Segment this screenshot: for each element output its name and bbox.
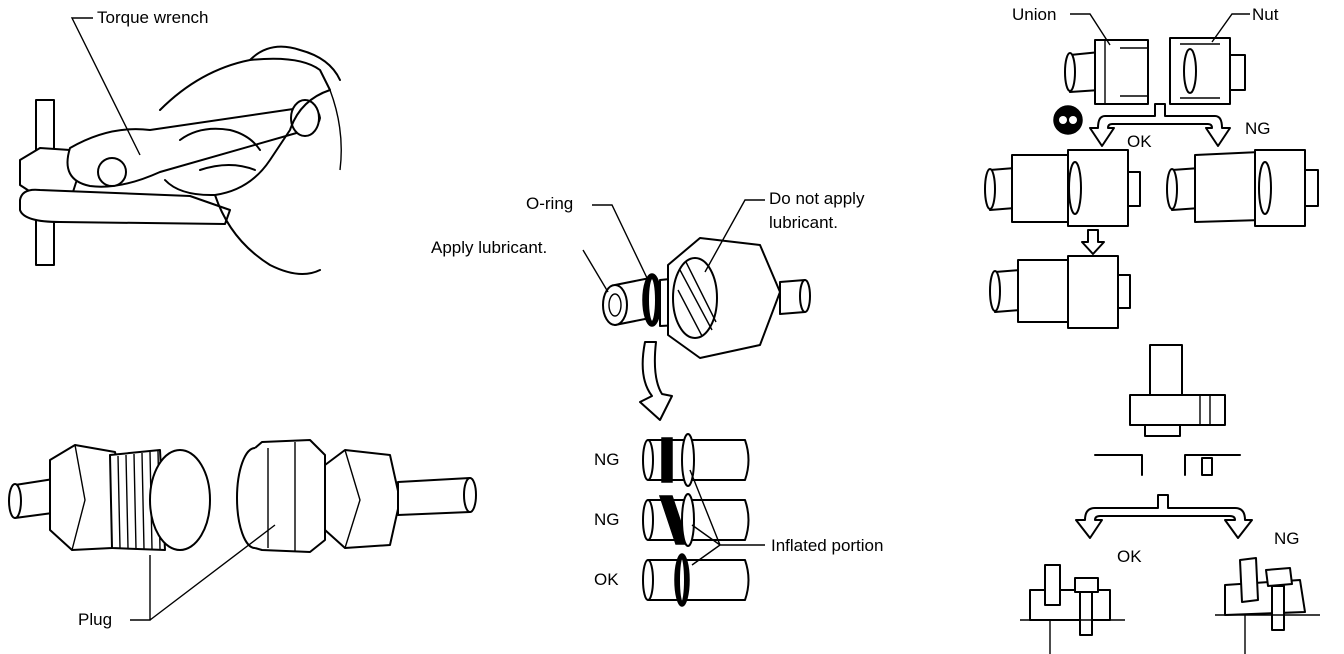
inflated-portion-leader-lines bbox=[689, 469, 765, 566]
curved-down-arrow-icon bbox=[639, 341, 673, 421]
union-ng-label: NG bbox=[1245, 119, 1271, 138]
union-illustration bbox=[1064, 39, 1149, 105]
o-ring-fitting-illustration bbox=[602, 237, 811, 359]
plug-label: Plug bbox=[78, 610, 113, 629]
nut-illustration bbox=[1169, 37, 1246, 105]
o-ring-ng-label-2: NG bbox=[594, 510, 620, 529]
torque-wrench-leader-line bbox=[70, 17, 141, 156]
do-not-apply-leader-line bbox=[704, 199, 765, 273]
torque-wrench-illustration bbox=[19, 45, 342, 275]
apply-lubricant-label: Apply lubricant. bbox=[431, 238, 548, 257]
o-ring-ok-row bbox=[642, 553, 750, 607]
bolt-ok-label: OK bbox=[1117, 547, 1142, 566]
union-ng-assembled bbox=[1166, 149, 1319, 227]
plug-illustration bbox=[8, 439, 477, 553]
union-ok-label: OK bbox=[1127, 132, 1152, 151]
bolt-ok-installed bbox=[1020, 564, 1125, 654]
down-arrow-icon bbox=[1081, 229, 1105, 255]
o-ring-ng-label-1: NG bbox=[594, 450, 620, 469]
nut-label: Nut bbox=[1252, 5, 1279, 24]
inflated-portion-label: Inflated portion bbox=[771, 536, 884, 555]
branch-arrow-icon bbox=[1089, 103, 1231, 147]
union-leader-line bbox=[1070, 13, 1111, 46]
bolt-ng-installed bbox=[1215, 557, 1320, 654]
o-ring-ng-row-2 bbox=[642, 493, 750, 547]
union-ok-assembled bbox=[984, 149, 1141, 227]
union-label: Union bbox=[1012, 5, 1057, 24]
bolt-branch-arrow-icon bbox=[1075, 494, 1253, 539]
do-not-apply-label: Do not apply bbox=[769, 189, 865, 208]
plug-leader-lines bbox=[130, 524, 276, 621]
bolt-flange-illustration bbox=[1094, 344, 1241, 476]
bolt-ng-label: NG bbox=[1274, 529, 1300, 548]
o-ring-ok-label: OK bbox=[594, 570, 619, 589]
nut-leader-line bbox=[1211, 13, 1250, 43]
o-ring-leader-line bbox=[592, 204, 648, 279]
o-ring-label: O-ring bbox=[526, 194, 574, 213]
union-final-assembled bbox=[989, 255, 1131, 329]
torque-wrench-label: Torque wrench bbox=[97, 8, 209, 27]
apply-lubricant-leader-line bbox=[582, 249, 609, 293]
good-mark-icon bbox=[1053, 105, 1083, 135]
o-ring-ng-row-1 bbox=[642, 433, 750, 487]
do-not-apply-label-line2: lubricant. bbox=[769, 213, 838, 232]
